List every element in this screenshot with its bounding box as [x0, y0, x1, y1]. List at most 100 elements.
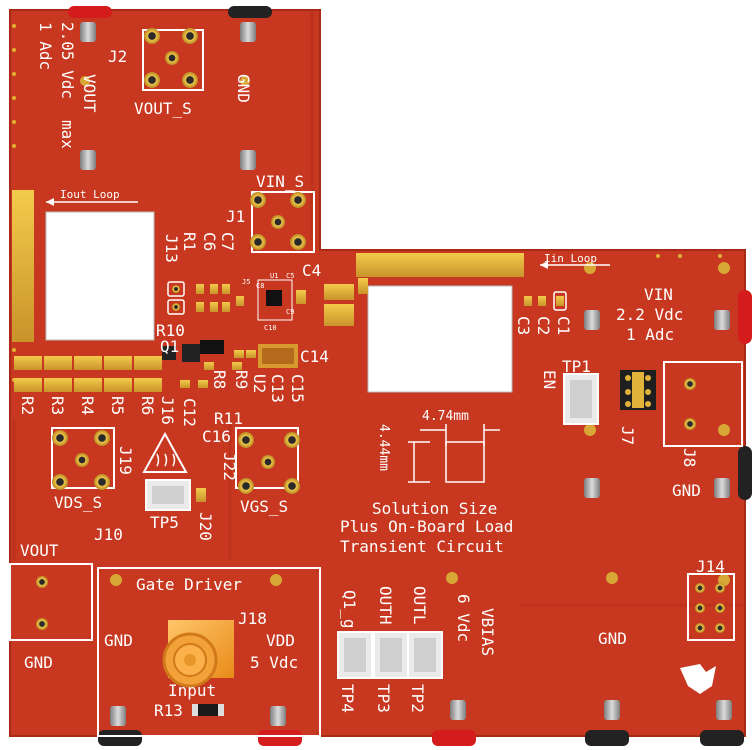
- iin-loop-label: Iin Loop: [544, 252, 597, 265]
- tp5-label: TP5: [150, 513, 179, 532]
- tp3-label: TP3: [374, 684, 393, 713]
- gnd-connector-black-bottom[interactable]: [585, 730, 629, 746]
- solution-line2: Plus On-Board Load: [340, 517, 513, 536]
- gnd-right-label: GND: [672, 481, 701, 500]
- tp2-testpoint[interactable]: [407, 631, 443, 679]
- vout-vertical-label: VOUT: [80, 74, 99, 113]
- gate-driver-box: [97, 567, 321, 737]
- j7-jumper[interactable]: [620, 370, 656, 410]
- gate-driver-label: Gate Driver: [136, 575, 242, 594]
- c16-label: C16: [202, 427, 231, 446]
- u2-label: U2: [250, 374, 269, 393]
- tp4-label: TP4: [338, 684, 357, 713]
- iin-loop-cutout: [367, 285, 513, 393]
- j10-label: J10: [94, 525, 123, 544]
- c13-label: C13: [268, 374, 287, 403]
- r13-label: R13: [154, 701, 183, 720]
- outh-label: OUTH: [376, 586, 395, 625]
- c2-label: C2: [534, 316, 553, 335]
- c15-label: C15: [288, 374, 307, 403]
- c5-label: C5: [286, 272, 294, 280]
- tp1-testpoint[interactable]: [563, 373, 599, 425]
- inner-traces: [12, 10, 745, 607]
- gnd-connector-black-top[interactable]: [228, 6, 272, 18]
- j1-connector[interactable]: [250, 191, 315, 253]
- vout-left-label: VOUT: [20, 541, 59, 560]
- u1-label: U1: [270, 272, 278, 280]
- j2-label: J2: [108, 47, 127, 66]
- gnd-left-label: GND: [24, 653, 53, 672]
- vdd-connector-red[interactable]: [258, 730, 302, 746]
- tp2-label: TP2: [408, 684, 427, 713]
- j8-label: J8: [680, 448, 699, 467]
- tp1-label: TP1: [562, 357, 591, 376]
- iout-loop-label: Iout Loop: [60, 188, 120, 201]
- smd-cluster: [167, 279, 306, 388]
- r4-label: R4: [78, 396, 97, 415]
- c8-label: C8: [256, 282, 264, 290]
- c9-label: C9: [286, 308, 294, 316]
- j7-label: J7: [618, 426, 637, 445]
- vin-connector-red[interactable]: [738, 290, 752, 344]
- vin-rating1: 2.2 Vdc: [616, 305, 683, 324]
- r6-label: R6: [138, 396, 157, 415]
- c12-label: C12: [180, 398, 199, 427]
- j5-label: J5: [242, 278, 250, 286]
- r8-label: R8: [210, 370, 229, 389]
- terminal-posts: [80, 22, 732, 726]
- input-caps: [524, 291, 567, 311]
- j2-connector[interactable]: [142, 28, 204, 91]
- j14-header[interactable]: [687, 573, 735, 641]
- vbias-connector-red[interactable]: [432, 730, 476, 746]
- c4-label: C4: [302, 261, 321, 280]
- solution-line3: Transient Circuit: [340, 537, 504, 556]
- gate-gnd-connector-black[interactable]: [98, 730, 142, 746]
- gnd-connector-black-right[interactable]: [738, 446, 752, 500]
- vbias-label: VBIAS: [478, 608, 497, 656]
- input-label: Input: [168, 681, 216, 700]
- j18-sma-connector[interactable]: [162, 620, 234, 688]
- gnd-bottom-right-label: GND: [598, 629, 627, 648]
- j13-label: J13: [162, 234, 181, 263]
- vgs-s-label: VGS_S: [240, 497, 288, 516]
- vout-s-label: VOUT_S: [134, 99, 192, 118]
- gnd-gate-label: GND: [104, 631, 133, 650]
- r13-resistor: [196, 704, 220, 716]
- c6-label: C6: [200, 232, 219, 251]
- vdd-rating-label: 5 Vdc: [250, 653, 298, 672]
- vin-rating2: 1 Adc: [626, 325, 674, 344]
- gnd-top-label: GND: [234, 74, 253, 103]
- c3-label: C3: [514, 316, 533, 335]
- tp4-testpoint[interactable]: [337, 631, 373, 679]
- j14-label: J14: [696, 557, 725, 576]
- iin-loop-copper: [356, 253, 524, 277]
- c1-label: C1: [554, 316, 573, 335]
- j19-connector[interactable]: [51, 427, 115, 490]
- r5-label: R5: [108, 396, 127, 415]
- tp3-testpoint[interactable]: [373, 631, 409, 679]
- q1-label: Q1: [160, 337, 179, 356]
- tp5-testpoint[interactable]: [145, 479, 206, 511]
- vout-rating-line2: 1 Adc: [36, 22, 55, 70]
- vdd-label: VDD: [266, 631, 295, 650]
- vbias-rating-label: 6 Vdc: [454, 594, 473, 642]
- j8-connector[interactable]: [663, 361, 743, 447]
- gnd-connector-black-bottom2[interactable]: [700, 730, 744, 746]
- c10-label: C10: [264, 324, 277, 332]
- dim-width-label: 4.74mm: [422, 409, 469, 424]
- hot-surface-warning-icon: [142, 431, 188, 473]
- iout-loop-cutout: [45, 211, 155, 341]
- iout-loop-copper-vertical: [12, 190, 34, 342]
- c7-label: C7: [218, 232, 237, 251]
- r2-label: R2: [18, 396, 37, 415]
- j22-connector[interactable]: [235, 427, 300, 494]
- vout-output-connector[interactable]: [9, 563, 93, 641]
- vout-connector-red[interactable]: [68, 6, 112, 18]
- j19-label: J19: [116, 446, 135, 475]
- vds-s-label: VDS_S: [54, 493, 102, 512]
- j1-label: J1: [226, 207, 245, 226]
- solution-line1: Solution Size: [372, 499, 497, 518]
- c14-label: C14: [300, 347, 329, 366]
